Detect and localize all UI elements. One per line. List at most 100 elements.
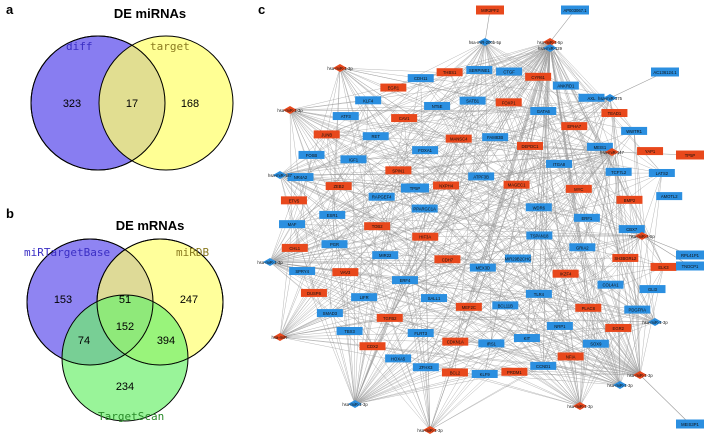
svg-text:BCL11B: BCL11B <box>498 303 513 308</box>
svg-text:ELK3: ELK3 <box>658 265 669 270</box>
network-edge <box>389 317 656 323</box>
svg-text:hsa-miR-129: hsa-miR-129 <box>538 46 563 51</box>
network-edge <box>543 97 611 366</box>
svg-text:CAV1: CAV1 <box>399 116 410 121</box>
network-edge <box>516 184 641 376</box>
network-edge <box>484 9 491 43</box>
network-edge <box>539 97 611 236</box>
network-edge <box>354 97 592 405</box>
network-edge <box>332 214 431 431</box>
svg-text:SERPINE1: SERPINE1 <box>469 68 490 73</box>
svg-text:TCF7L2: TCF7L2 <box>611 170 627 175</box>
gene-node: CCND1 <box>530 361 557 370</box>
gene-node: DUSP6 <box>300 288 327 297</box>
network-edge <box>429 235 540 431</box>
network-edge <box>279 112 615 176</box>
svg-text:AC136124.1: AC136124.1 <box>653 70 677 75</box>
svg-text:hsa-miR-1-3p: hsa-miR-1-3p <box>567 404 593 409</box>
svg-text:hsa-miR-1-3p: hsa-miR-1-3p <box>607 383 633 388</box>
svg-text:AP003067.1: AP003067.1 <box>563 8 587 13</box>
svg-text:TLR4: TLR4 <box>534 292 545 297</box>
svg-text:NFIA: NFIA <box>566 354 576 359</box>
gene-node: SMAD3 <box>316 309 343 318</box>
mirna-node: hsa-miR-1-3p <box>342 400 368 408</box>
venn-a-circle-target <box>98 35 234 171</box>
network-edge <box>269 130 635 263</box>
venn-b-label-mirtargetbase: miRTargetBase <box>24 246 111 259</box>
network-edge <box>579 112 615 407</box>
svg-text:DUSP6: DUSP6 <box>307 291 322 296</box>
network-edge <box>445 41 486 186</box>
network-edge <box>345 271 641 376</box>
svg-text:CTGF: CTGF <box>503 70 515 75</box>
svg-text:EGR2: EGR2 <box>613 326 625 331</box>
network-edge <box>334 243 581 407</box>
gene-node: FOSB <box>298 150 325 159</box>
network-edge <box>339 67 405 119</box>
svg-text:MEF2C: MEF2C <box>462 305 476 310</box>
svg-text:RET: RET <box>372 134 381 139</box>
svg-text:WWTR1: WWTR1 <box>626 129 642 134</box>
network-edge <box>289 109 662 174</box>
network-edge <box>537 76 581 407</box>
gene-node: KIT <box>513 334 540 343</box>
svg-text:hsa-miR-1-3p: hsa-miR-1-3p <box>327 66 353 71</box>
mirna-mrna-network: TSPAN18MIR29B2CHGMEX3DCDH7HIF3APPARGC1AN… <box>257 5 704 434</box>
gene-node: LIFR <box>351 293 378 302</box>
network-edge <box>354 337 528 405</box>
network-edge <box>279 174 540 236</box>
network-edge <box>279 336 544 367</box>
svg-text:NRP1: NRP1 <box>554 324 566 329</box>
venn-a-label-diff: diff <box>66 40 93 53</box>
network-edge <box>549 9 576 43</box>
network-edge <box>403 117 641 376</box>
network-edge <box>537 76 613 153</box>
svg-text:SH3BGRL2: SH3BGRL2 <box>614 256 637 261</box>
svg-text:MIR29B2CHG: MIR29B2CHG <box>505 257 532 262</box>
venn-b-region-ab: 51 <box>119 294 131 306</box>
gene-node: EGR2 <box>605 323 632 332</box>
network-edge <box>538 207 621 386</box>
network-edge <box>354 309 638 405</box>
svg-text:HOXA5: HOXA5 <box>391 356 406 361</box>
svg-text:GATA6: GATA6 <box>537 109 551 114</box>
gene-node: IGF1 <box>340 155 367 164</box>
gene-node: SPIN1 <box>385 166 412 175</box>
venn-b-region-bc: 394 <box>157 335 175 347</box>
network-edge <box>449 72 621 386</box>
gene-node: NR4A2 <box>287 173 314 182</box>
svg-text:FOXP1: FOXP1 <box>502 100 516 105</box>
gene-node: CDH11 <box>407 74 434 83</box>
network-edge <box>639 374 691 425</box>
gene-node: CDX2 <box>359 342 386 351</box>
gene-node: SPRY4 <box>289 267 316 276</box>
svg-text:hsa-miR-1-3p: hsa-miR-1-3p <box>257 260 283 265</box>
network-edge <box>279 307 589 338</box>
network-edge <box>582 247 641 376</box>
svg-text:CDH7: CDH7 <box>442 257 454 262</box>
network-edge <box>326 67 341 135</box>
gene-node: FOXP1 <box>495 98 522 107</box>
network-edge <box>279 174 335 245</box>
network-edge <box>289 109 293 225</box>
network-edge <box>425 367 431 431</box>
gene-node: BCL11B <box>492 301 519 310</box>
svg-text:KIT: KIT <box>524 336 531 341</box>
network-edge <box>449 72 581 407</box>
svg-text:CBX7: CBX7 <box>626 227 638 232</box>
network-edge <box>549 47 597 344</box>
network-edge <box>279 174 540 295</box>
gene-node: JUNB <box>313 130 340 139</box>
gene-node: FOXA1 <box>412 146 439 155</box>
network-edge <box>353 47 551 160</box>
svg-text:MEIS1: MEIS1 <box>594 145 607 150</box>
svg-text:ESR1: ESR1 <box>327 213 339 218</box>
gene-node: ANKRD1 <box>552 81 579 90</box>
mirna-node: hsa-miR-1-3p <box>642 318 668 326</box>
network-edge <box>429 337 528 431</box>
network-edge <box>420 77 613 153</box>
mirna-node: hsa-miR- <box>272 333 289 341</box>
network-edge <box>269 247 583 263</box>
network-edge <box>353 159 621 386</box>
network-edge <box>354 293 540 405</box>
